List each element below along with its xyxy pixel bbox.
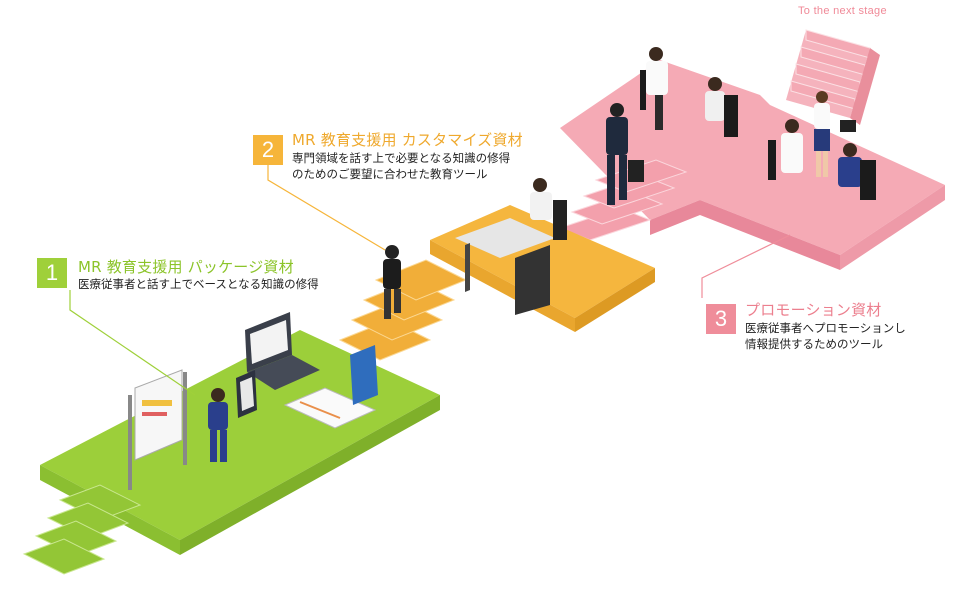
- stage2-description-line2: のためのご要望に合わせた教育ツール: [292, 167, 488, 181]
- climbing-person-figure: [383, 245, 401, 319]
- woman-seated-figure: [705, 77, 738, 137]
- businessman-figure: [606, 103, 644, 205]
- stage3-title: プロモーション資材: [745, 301, 882, 319]
- standing-woman-figure: [814, 91, 830, 177]
- stage1-description: 医療従事者と話す上でベースとなる知識の修得: [78, 277, 319, 291]
- stage3-description-line1: 医療従事者へプロモーションし: [745, 321, 906, 335]
- stage3-leader-line: [701, 234, 791, 298]
- tablet: [236, 370, 257, 418]
- stage3-number-badge: 3: [706, 304, 736, 334]
- desk-worker-figure: [530, 178, 567, 240]
- presenter-figure: [208, 388, 228, 462]
- doctor-seated-figure-2: [768, 119, 803, 180]
- stage2-description-line1: 専門領域を話す上で必要となる知識の修得: [292, 151, 511, 165]
- stage1-number-badge: 1: [37, 258, 67, 288]
- laptop: [245, 312, 320, 390]
- stage1-title: MR 教育支援用 パッケージ資材: [78, 258, 294, 276]
- doctor-seated-figure: [640, 47, 668, 130]
- stage2-leader-line: [267, 160, 386, 251]
- document: [283, 387, 377, 429]
- next-stage-stairs: [786, 29, 880, 125]
- camera-operator-figure: [838, 120, 876, 200]
- stage1-platform: [22, 330, 440, 575]
- next-stage-label: To the next stage: [798, 5, 887, 17]
- stage3-platform: [558, 60, 945, 270]
- stage3-description-line2: 情報提供するためのツール: [745, 337, 883, 351]
- desk: [455, 218, 555, 315]
- stage2-number-badge: 2: [253, 135, 283, 165]
- stage2-title: MR 教育支援用 カスタマイズ資材: [292, 131, 523, 149]
- binder: [350, 345, 378, 405]
- stage1-leader-line: [69, 290, 196, 396]
